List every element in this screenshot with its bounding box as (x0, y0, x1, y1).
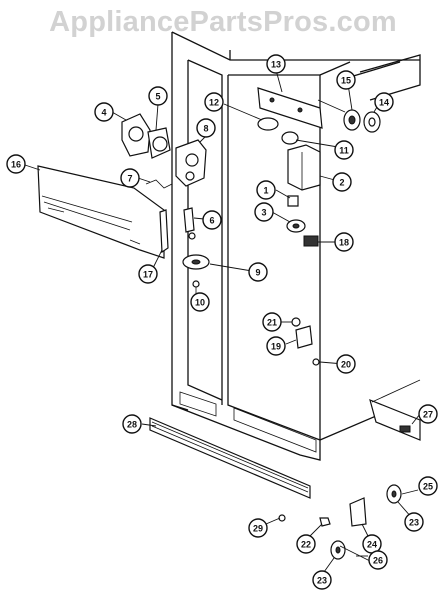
callout-26: 26 (368, 550, 388, 570)
top-rear-panel (359, 54, 421, 101)
callout-label: 28 (127, 420, 137, 430)
callout-24: 24 (362, 534, 382, 554)
callout-label: 1 (263, 186, 268, 196)
callout-label: 13 (271, 60, 281, 70)
callout-label: 25 (423, 482, 433, 492)
callout-label: 14 (379, 98, 389, 108)
callout-label: 20 (341, 360, 351, 370)
callout-16: 16 (6, 154, 26, 174)
part-27-bracket (369, 379, 421, 441)
callout-label: 12 (209, 98, 219, 108)
callout-label: 17 (143, 270, 153, 280)
callout-label: 27 (423, 410, 433, 420)
part-18-connector (303, 235, 319, 247)
part-5-motor (147, 127, 171, 159)
callout-15: 15 (336, 70, 356, 90)
callout-19: 19 (266, 336, 286, 356)
callout-25: 25 (418, 476, 438, 496)
callout-14: 14 (374, 92, 394, 112)
part-3-washer (286, 219, 306, 233)
callout-5: 5 (148, 86, 168, 106)
callout-label: 24 (367, 540, 377, 550)
callout-label: 16 (11, 160, 21, 170)
callout-label: 9 (255, 268, 260, 278)
callout-20: 20 (336, 354, 356, 374)
part-10-screw (192, 280, 200, 294)
callout-label: 26 (373, 556, 383, 566)
callout-18: 18 (334, 232, 354, 252)
part-7-spring (145, 179, 173, 189)
part-4-solenoid (121, 113, 151, 157)
callout-label: 3 (261, 208, 266, 218)
part-17-lever (159, 209, 169, 254)
part-11-plug (281, 131, 299, 145)
callout-label: 19 (271, 342, 281, 352)
leader-lines (21, 69, 421, 573)
callout-13: 13 (266, 54, 286, 74)
callout-21: 21 (262, 312, 282, 332)
part-28-toe-grille (149, 417, 311, 499)
callout-label: 22 (301, 540, 311, 550)
callout-label: 11 (339, 146, 349, 156)
callout-2: 2 (332, 172, 352, 192)
callout-label: 23 (317, 576, 327, 586)
callout-label: 2 (339, 178, 344, 188)
part-19-bracket (295, 325, 313, 349)
part-15-bushing (343, 109, 361, 131)
callout-label: 18 (339, 238, 349, 248)
part-8-housing (175, 139, 207, 187)
callout-3: 3 (254, 202, 274, 222)
callout-label: 29 (253, 524, 263, 534)
callout-label: 23 (409, 518, 419, 528)
callout-23-right: 23 (404, 512, 424, 532)
callout-1: 1 (256, 180, 276, 200)
part-23-roller-right (386, 484, 402, 504)
callout-17: 17 (138, 264, 158, 284)
callout-6: 6 (202, 210, 222, 230)
callout-11: 11 (334, 140, 354, 160)
part-24-bracket (349, 497, 367, 527)
callout-29: 29 (248, 518, 268, 538)
part-2-housing (287, 144, 321, 191)
part-1-clip (287, 195, 299, 207)
callout-label: 15 (341, 76, 351, 86)
callout-7: 7 (120, 168, 140, 188)
callout-label: 7 (127, 174, 132, 184)
part-21-clip (291, 317, 301, 327)
part-16-dispenser-cover (37, 165, 165, 259)
callout-label: 4 (101, 108, 106, 118)
part-20-screw (312, 358, 320, 366)
part-6-actuator (183, 207, 196, 240)
part-23-roller-left (330, 540, 346, 560)
callout-27: 27 (418, 404, 438, 424)
part-12-capacitor (257, 117, 279, 131)
part-9-wheel (182, 254, 210, 270)
callout-10: 10 (190, 292, 210, 312)
watermark-text: AppliancePartsPros.com (49, 6, 397, 38)
callout-label: 6 (209, 216, 214, 226)
callout-9: 9 (248, 262, 268, 282)
callout-8: 8 (196, 118, 216, 138)
part-22-nut (319, 517, 331, 527)
callout-28: 28 (122, 414, 142, 434)
part-26-axle (339, 545, 373, 563)
callout-4: 4 (94, 102, 114, 122)
callout-label: 8 (203, 124, 208, 134)
callout-label: 21 (267, 318, 277, 328)
callout-label: 10 (195, 298, 205, 308)
callout-12: 12 (204, 92, 224, 112)
callout-label: 5 (155, 92, 160, 102)
callout-23-left: 23 (312, 570, 332, 590)
callout-22: 22 (296, 534, 316, 554)
part-14-cap (363, 111, 381, 133)
part-13-bracket (257, 87, 323, 129)
